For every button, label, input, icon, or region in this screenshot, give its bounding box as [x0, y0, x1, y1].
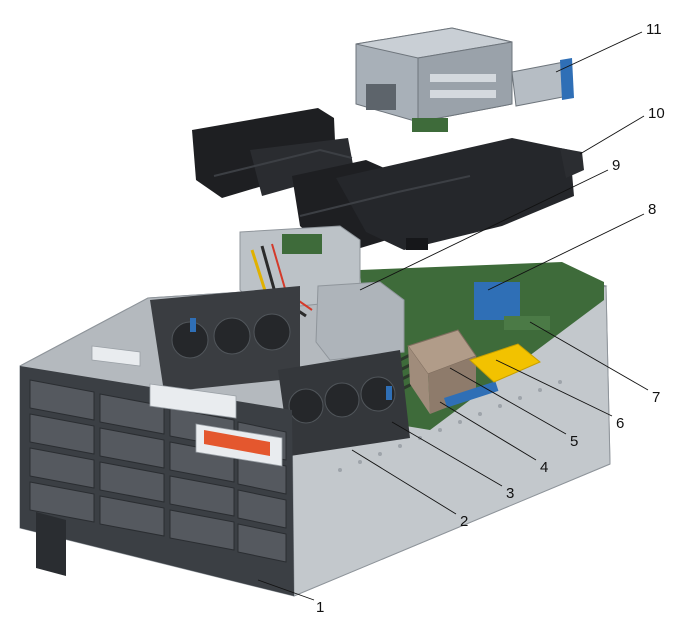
- callout-11: 11: [646, 21, 662, 38]
- callout-7: 7: [652, 389, 660, 406]
- internal-bracket: [315, 281, 405, 361]
- callout-leaders: [257, 31, 649, 601]
- callout-4: 4: [540, 459, 548, 476]
- callout-9: 9: [612, 157, 620, 174]
- network-daughter-card: [474, 282, 520, 320]
- front-drive-bay: [20, 366, 294, 596]
- service-labels: [91, 345, 283, 467]
- callout-2: 2: [460, 513, 468, 530]
- riser-assembly: [355, 27, 574, 132]
- callout-5: 5: [570, 433, 578, 450]
- callout-8: 8: [648, 201, 656, 218]
- yellow-module: [469, 343, 541, 383]
- callout-3: 3: [506, 485, 514, 502]
- callout-labels: 1 2 3 4 5 6 7 8 9 10 11: [316, 21, 665, 616]
- cooling-fan-row: [150, 286, 410, 456]
- callout-6: 6: [616, 415, 624, 432]
- callout-10: 10: [648, 105, 665, 122]
- callout-1: 1: [316, 599, 324, 616]
